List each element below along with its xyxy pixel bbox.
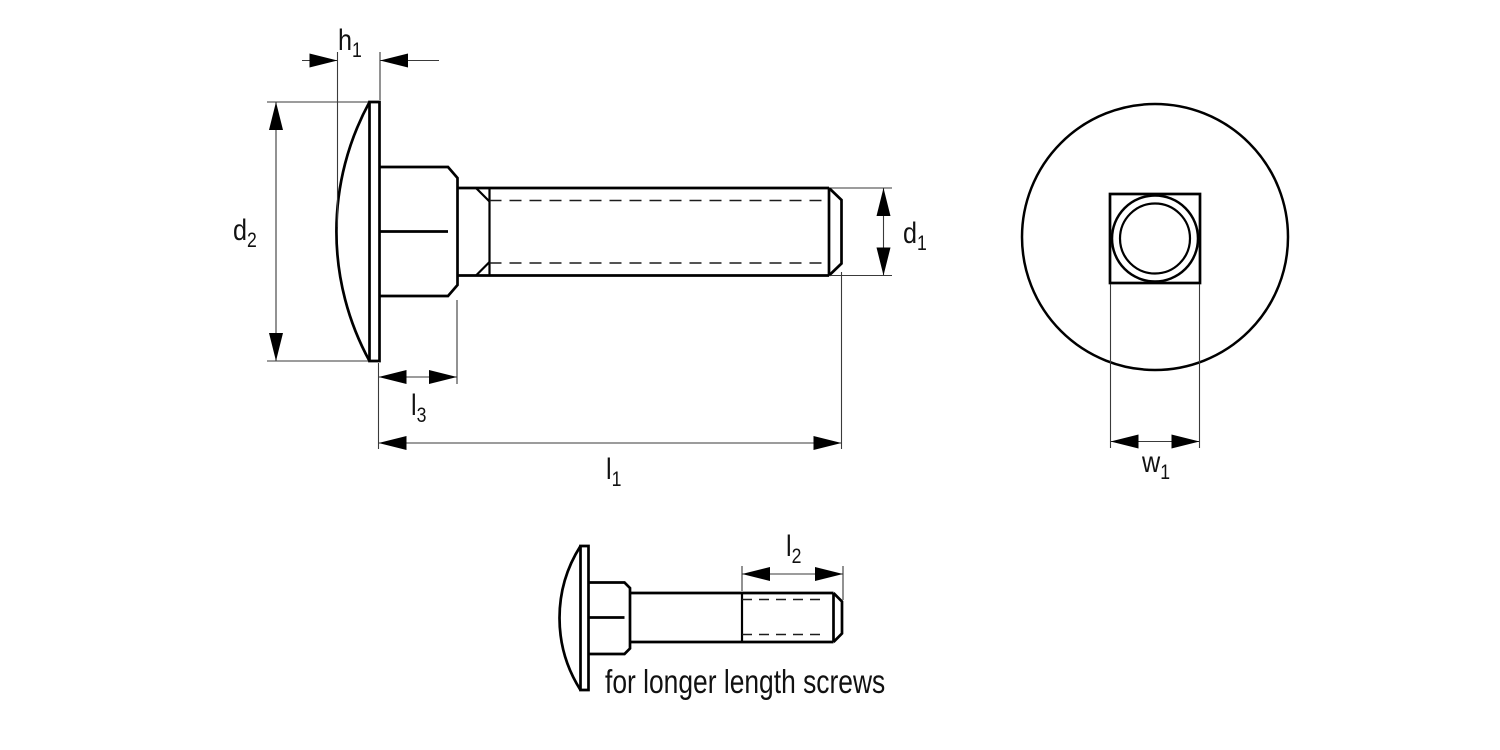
small-square-neck [588,581,632,656]
w1-arrow-right [1171,434,1200,449]
d2-arrow-bottom [269,333,283,361]
head-rim [368,100,381,363]
l1-arrow-left [378,436,407,450]
d2-arrow-top [269,102,283,130]
dimension-l3: l3 [378,300,458,427]
side-view: h1 d2 l3 l1 [233,23,927,491]
caption-text: for longer length screws [605,664,885,700]
l2-arrow-right [815,567,843,581]
l3-arrow-left [378,370,407,384]
small-tip-chamfer [832,592,844,643]
l3-arrow-right [429,370,457,384]
square-neck [379,165,459,298]
dimension-d2: d2 [233,101,368,362]
head-outline-circle [1020,102,1290,372]
dimension-d1: d1 [831,187,927,277]
front-view: w1 [1020,102,1290,484]
thread-root-circle [1118,202,1192,275]
d2-label: d2 [233,213,257,252]
h1-label: h1 [338,23,362,62]
square-neck-outline [1108,192,1202,285]
dimension-h1: h1 [302,23,439,227]
l3-label: l3 [411,388,426,427]
head-dome-curve [335,101,371,362]
dimension-w1: w1 [1109,284,1201,484]
l2-label: l2 [786,529,801,568]
thread-runout-bottom [475,261,491,277]
tip-chamfer [828,187,843,277]
l2-arrow-left [742,567,770,581]
w1-label: w1 [1141,445,1170,484]
bolt-side-outline [335,100,843,363]
l1-arrow-right [813,436,842,450]
dimension-l2: l2 [741,529,844,600]
h1-arrow-left [309,53,338,68]
bolt-small-outline [558,544,844,692]
shank-circle [1110,194,1200,283]
d1-arrow-bottom [876,247,891,276]
thread-runout-top [475,187,491,203]
l1-label: l1 [606,452,621,491]
h1-arrow-right [380,53,408,68]
small-head-rim [579,544,590,692]
w1-arrow-left [1110,434,1139,449]
dimension-l1: l1 [377,272,843,491]
small-head-dome-curve [558,545,582,691]
bottom-view: l2 for longer length screws [558,529,885,701]
d1-arrow-top [876,188,891,216]
d1-label: d1 [903,216,927,255]
